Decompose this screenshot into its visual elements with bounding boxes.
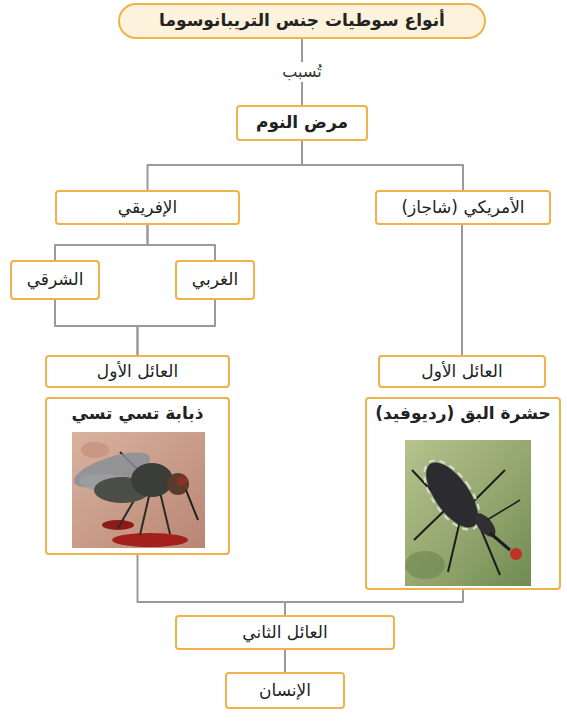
subtype-box: الشرقي [10,260,100,300]
node-text: الغربي [192,269,238,290]
bug-proboscis [490,533,510,550]
blood-spot [112,533,188,547]
title-pill: أنواع سوطيات جنس التريبانوسوما [118,3,486,39]
connector [55,300,138,355]
connector [302,141,463,190]
node-text: أنواع سوطيات جنس التريبانوسوما [159,10,445,31]
node-text: الإنسان [259,680,311,701]
tsetse-fly-picture [70,432,205,548]
host-box: الإنسان [225,672,345,709]
connector [148,225,216,260]
subtype-box: الغربي [175,260,255,300]
blood-drop [510,548,522,560]
fly-leg [160,492,170,534]
vector-box: حشرة البق (رديوفيد) [365,397,561,590]
node-text: ذبابة تسي تسي [72,403,204,424]
connector [55,225,148,260]
blood-spot [102,520,134,530]
edge-label: تُسبب [278,62,325,82]
node-text: الإفريقي [118,197,177,218]
node-text: العائل الأول [421,361,502,382]
type-box: الأمريكي (شاجاز) [375,190,551,225]
connector [148,141,303,190]
connector [285,590,463,615]
connector [461,225,463,355]
node-text: مرض النوم [256,112,348,133]
fly-proboscis [186,490,198,520]
node-text: الشرقي [27,269,84,290]
connector [138,555,286,615]
connector [284,650,286,672]
skin-ground [72,432,205,548]
vector-box: ذبابة تسي تسي [45,397,230,555]
skin-spot [81,442,109,458]
host-box: العائل الأول [378,355,546,388]
host-box: العائل الثاني [175,615,395,650]
host-box: العائل الأول [45,355,230,388]
connector [138,300,216,355]
bug-leg [414,510,445,540]
node-text: العائل الأول [97,361,178,382]
type-box: الإفريقي [55,190,240,225]
bug-antenna [487,500,520,520]
fly-thorax [131,463,173,497]
node-text: العائل الثاني [242,622,327,643]
bug-leg [470,470,505,505]
leaf-shade [405,551,445,579]
leaf-ground [405,440,531,586]
node-text: الأمريكي (شاجاز) [401,197,524,218]
node-text: حشرة البق (رديوفيد) [375,403,550,424]
disease-box: مرض النوم [236,105,368,141]
fly-eye [177,476,187,486]
reduviid-bug-picture [405,440,531,586]
